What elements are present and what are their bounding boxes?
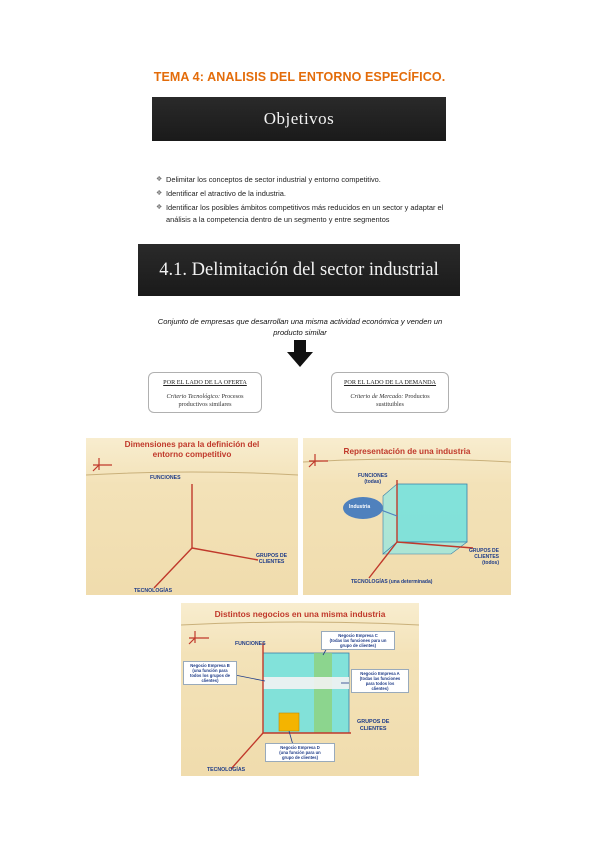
industry-cube: [382, 483, 468, 555]
oferta-box: POR EL LADO DE LA OFERTA Criterio Tecnol…: [148, 372, 262, 413]
definition-text: Conjunto de empresas que desarrollan una…: [157, 317, 443, 337]
list-item: ❖Identificar el atractivo de la industri…: [156, 189, 286, 198]
objetivos-list: ❖Delimitar los conceptos de sector indus…: [156, 174, 456, 228]
demanda-text: Productos sustituibles: [376, 393, 430, 408]
slide-negocios: Distintos negocios en una misma industri…: [181, 603, 419, 776]
axes-3d: [368, 480, 474, 579]
tecnologias-label: TECNOLOGÍAS (una determinada): [351, 579, 433, 585]
slide1-title: Dimensiones para la definición del entor…: [124, 440, 260, 459]
objetivos-title: Objetivos: [263, 109, 335, 128]
slide2-title: Representación de una industria: [343, 447, 471, 456]
funciones-label: FUNCIONES: [150, 475, 181, 481]
corner-axes-icon: [308, 454, 328, 468]
bullet-icon: ❖: [156, 190, 163, 197]
corner-axes-icon: [92, 458, 112, 472]
axes-3d: [230, 643, 351, 770]
industry-cube: [262, 652, 350, 734]
demanda-heading: POR EL LADO DE LA DEMANDA: [343, 379, 437, 386]
tecnologias-label: TECNOLOGÍAS: [207, 767, 246, 773]
slide-dimensiones: Dimensiones para la definición del entor…: [86, 438, 298, 595]
document-title: TEMA 4: ANALISIS DEL ENTORNO ESPECÍFICO.: [153, 70, 446, 84]
oferta-heading: POR EL LADO DE LA OFERTA: [163, 379, 247, 386]
demanda-box: POR EL LADO DE LA DEMANDA Criterio de Me…: [331, 372, 449, 413]
funciones-label: FUNCIONES(todas): [358, 473, 388, 485]
list-item: ❖Delimitar los conceptos de sector indus…: [156, 175, 381, 184]
slide3-title: Distintos negocios en una misma industri…: [214, 609, 386, 619]
axes-3d: [153, 484, 259, 589]
tecnologias-label: TECNOLOGÍAS: [134, 588, 173, 594]
bullet-icon: ❖: [156, 204, 163, 211]
objetivos-banner: Objetivos: [152, 97, 446, 141]
slide-representacion: Representación de una industria FUNCIONE…: [303, 438, 511, 595]
demanda-criterion: Criterio de Mercado:: [350, 393, 404, 400]
bullet-icon: ❖: [156, 176, 163, 183]
section-title: 4.1. Delimitación del sector industrial: [159, 259, 439, 280]
industria-bubble: [343, 497, 383, 519]
oferta-criterion: Criterio Tecnológico:: [166, 393, 221, 400]
list-item: ❖Identificar los posibles ámbitos compet…: [156, 203, 444, 224]
industria-label: Industria: [349, 504, 371, 510]
oferta-text: Procesos productivos similares: [178, 393, 244, 408]
funciones-label: FUNCIONES: [235, 641, 266, 647]
down-arrow-icon: [287, 340, 313, 367]
empresa-c-callout: Negocio Empresa C(todas las funciones pa…: [321, 631, 395, 650]
corner-axes-icon: [188, 631, 209, 645]
section-banner: 4.1. Delimitación del sector industrial: [138, 244, 460, 296]
